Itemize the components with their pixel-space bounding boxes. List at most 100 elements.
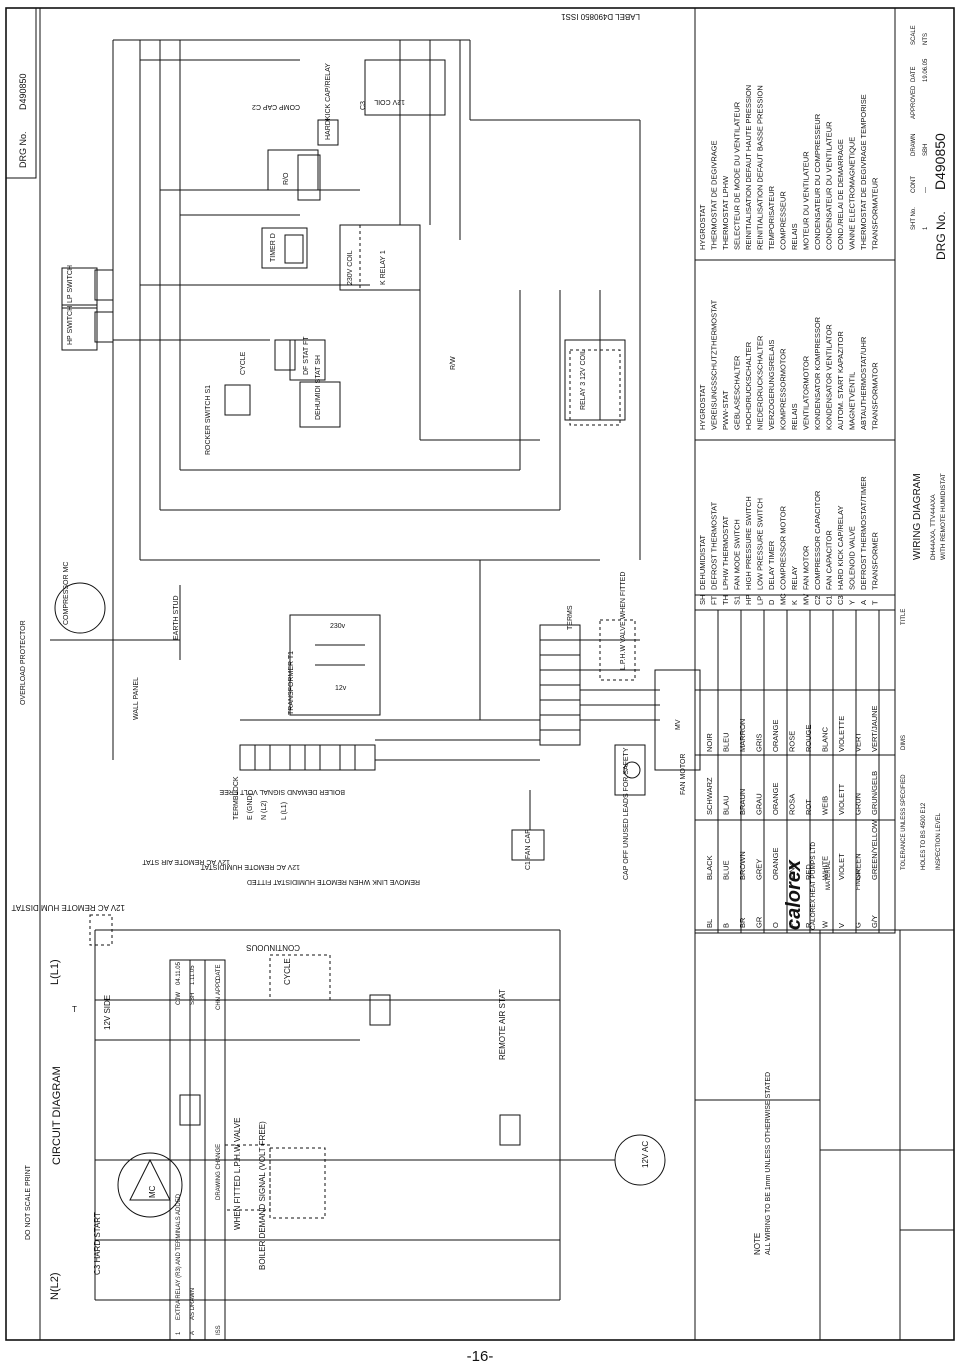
revision-chn: SBH (190, 993, 196, 1005)
colour-code-cell: VERT/JAUNE (870, 705, 879, 752)
revision-chn: CJW (176, 992, 182, 1005)
title-field-label: DATE (911, 66, 917, 82)
component-legend-cell: DELAY TIMER (767, 540, 776, 590)
title-field-label: APPROVED (911, 85, 917, 119)
colour-code-cell: GRUN/GELB (870, 771, 879, 815)
revision-header: APPD (216, 978, 222, 995)
colour-code-cell: BLACK (705, 855, 714, 880)
relay1-coil-label: 230V COIL (347, 250, 354, 285)
middle-wiring (50, 560, 701, 861)
drg-label-bottom: DRG No. (934, 211, 948, 260)
cycle-label: CYCLE (240, 351, 247, 375)
component-legend-cell: MAGNETVENTIL (848, 372, 857, 430)
revision-date: 04.11.05 (176, 961, 182, 985)
lphw-valve-circuit-label: WHEN FITTED L.P.H.W VALVE (233, 1118, 242, 1230)
colour-code-cell: GRAU (755, 793, 764, 815)
rw-label: R/W (450, 356, 457, 370)
remote-airstat-label: 12V AC REMOTE AIR STAT (142, 858, 230, 865)
continuous-label: CONTINUOUS (246, 943, 300, 952)
fan-motor-label: FAN MOTOR (680, 754, 687, 795)
component-legend-cell: REINITIALISATION DEFAUT BASSE PRESSION (756, 85, 765, 250)
drawing-subtitle-2: WITH REMOTE HUMIDISTAT (940, 473, 947, 560)
cycle-sw-label: CYCLE (283, 958, 292, 985)
df-stat-label: DF STAT FT (303, 336, 310, 375)
colour-code-cell: NOIR (705, 733, 714, 752)
revision-iss: A (190, 1331, 196, 1335)
n-l2-label: N (L2) (261, 801, 268, 820)
terms-label: TERMS (567, 605, 574, 630)
colour-code-cell: ROT (804, 799, 813, 815)
component-legend-cell: A (859, 600, 868, 605)
l-l1-rail: L(L1) (49, 959, 61, 985)
component-legend-cell: VEREISUNGSSCHUTZTHERMOSTAT (710, 299, 719, 430)
revision-table: 1 EXTRA RELAY (R3) AND TERMINALS ADDED CJW… (176, 961, 222, 1335)
colour-code-cell: MARRON (738, 719, 747, 752)
title-block-text: calorex CALOREX HEAT PUMPS LTD MATERIAL … (753, 133, 948, 1255)
middle-wiring-labels: OVERLOAD PROTECTOR COMPRESSOR MC EARTH S… (20, 562, 687, 885)
compressor-label: COMPRESSOR MC (63, 562, 70, 625)
component-legend-cell: MV (802, 594, 811, 605)
component-legend-cell: KOMPRESSORMOTOR (779, 348, 788, 430)
colour-code-cell: ROSE (788, 731, 797, 752)
colour-code-cell: GREEN (854, 853, 863, 880)
component-legend-cell: RELAIS (790, 403, 799, 430)
drg-label-top: DRG No. (18, 131, 28, 168)
do-not-scale: DO NOT SCALE PRINT (25, 1164, 32, 1240)
component-legend-cell: COMPRESSOR MOTOR (779, 505, 788, 590)
dims-label: DIMS (901, 735, 907, 750)
title-field-value: SBH (923, 144, 929, 156)
secondary-voltage: 12v (335, 685, 347, 692)
boiler-demand-label: BOILER DEMAND SIGNAL VOLT FREE (219, 788, 345, 795)
drg-header-box: DRG No. D490850 (5, 7, 37, 179)
circuit-diagram-labels: CIRCUIT DIAGRAM DO NOT SCALE PRINT N(L2)… (11, 903, 650, 1300)
circuit-diagram (89, 914, 666, 1301)
component-legend-table: SHDEHUMIDISTATHYGROSTATHYGROSTATFTDEFROS… (698, 85, 880, 605)
colour-code-cell: BL (705, 919, 714, 928)
component-legend-cell: MOTEUR DU VENTILATEUR (802, 151, 811, 250)
wall-panel-label: WALL PANEL (133, 677, 140, 720)
revision-iss: 1 (176, 1331, 182, 1335)
colour-code-cell: ORANGE (771, 782, 780, 815)
drawing-title: WIRING DIAGRAM (912, 473, 923, 560)
colour-code-cell: O (771, 922, 780, 928)
colour-code-cell: G/Y (870, 915, 879, 928)
component-legend-cell: ABTAUTHERMOSTAT/UHR (859, 336, 868, 430)
component-legend-cell: VERZOGERUNGSRELAIS (767, 340, 776, 430)
revision-date: 1.11.05 (190, 965, 196, 985)
colour-code-cell: BLUE (722, 860, 731, 880)
colour-code-cell: BLANC (821, 726, 830, 752)
lphw-valve-label: L.P.H.W VALVE WHEN FITTED (620, 572, 627, 670)
timer-label: TIMER D (270, 233, 277, 262)
component-legend-cell: FAN MOTOR (802, 545, 811, 590)
revision-header: DATE (216, 964, 222, 980)
fan-cap-label: C1 FAN CAP (525, 829, 532, 870)
relay3-label: RELAY 3 12V COIL (580, 349, 587, 410)
label-reference: LABEL D490850 ISS1 (561, 12, 640, 21)
remote-humidistat-circuit-label: 12V AC REMOTE HUMIDISTAT (11, 903, 125, 912)
drawing-subtitle: DH44AXA, TTV44AXA (930, 494, 937, 560)
sheet-border (5, 7, 955, 1341)
drg-number-top: D490850 (18, 73, 28, 110)
component-legend-cell: TRANSFORMATEUR (871, 177, 880, 250)
overload-protector-label: OVERLOAD PROTECTOR (20, 620, 27, 705)
colour-code-cell: ORANGE (771, 719, 780, 752)
component-legend-cell: Y (848, 600, 857, 605)
relay1-label: K RELAY 1 (380, 250, 387, 285)
hardkick-label: COMP CAP C2 (252, 103, 300, 110)
component-legend-cell: K (790, 600, 799, 605)
colour-code-cell: BRAUN (738, 789, 747, 815)
component-legend-cell: FAN MODE SWITCH (733, 519, 742, 590)
title-label: TITLE (901, 609, 907, 625)
title-field-label: SHT No. (911, 207, 917, 230)
component-legend-cell: TH (721, 595, 730, 605)
colour-code-cell: G (854, 922, 863, 928)
remove-link-label: REMOVE LINK WHEN REMOTE HUMIDISTAT FITTE… (247, 878, 420, 885)
revision-change: EXTRA RELAY (R3) AND TERMINALS ADDED (176, 1193, 182, 1320)
component-legend-cell: NIEDERDRUCKSCHALTER (756, 335, 765, 430)
termblock-label: TERMBLOCK (233, 776, 240, 820)
colour-code-cell: R (804, 922, 813, 928)
colour-code-cell: SCHWARZ (705, 777, 714, 815)
colour-code-cell: WEIB (821, 796, 830, 815)
